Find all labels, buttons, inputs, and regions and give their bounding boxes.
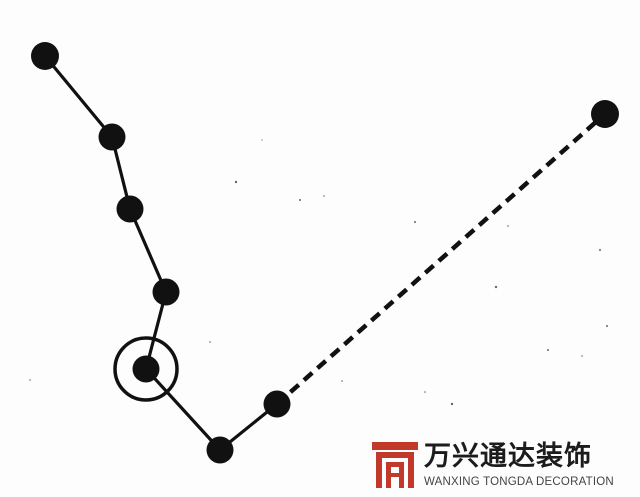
node-4 xyxy=(152,278,180,306)
paper-specks xyxy=(29,139,608,406)
highlight-ring xyxy=(113,336,179,402)
watermark: 万兴通达装饰 WANXING TONGDA DECORATION xyxy=(372,440,634,492)
watermark-title: 万兴通达装饰 xyxy=(424,441,592,472)
node-1 xyxy=(31,42,59,70)
solid-path-line xyxy=(43,54,279,452)
node-2 xyxy=(98,123,126,151)
watermark-subtitle: WANXING TONGDA DECORATION xyxy=(424,476,614,488)
node-3 xyxy=(116,195,144,223)
node-5 xyxy=(132,355,160,383)
dashed-path-line xyxy=(275,112,607,406)
node-6 xyxy=(206,436,234,464)
company-logo-icon xyxy=(372,442,418,488)
node-8 xyxy=(591,100,619,128)
node-7 xyxy=(263,390,291,418)
